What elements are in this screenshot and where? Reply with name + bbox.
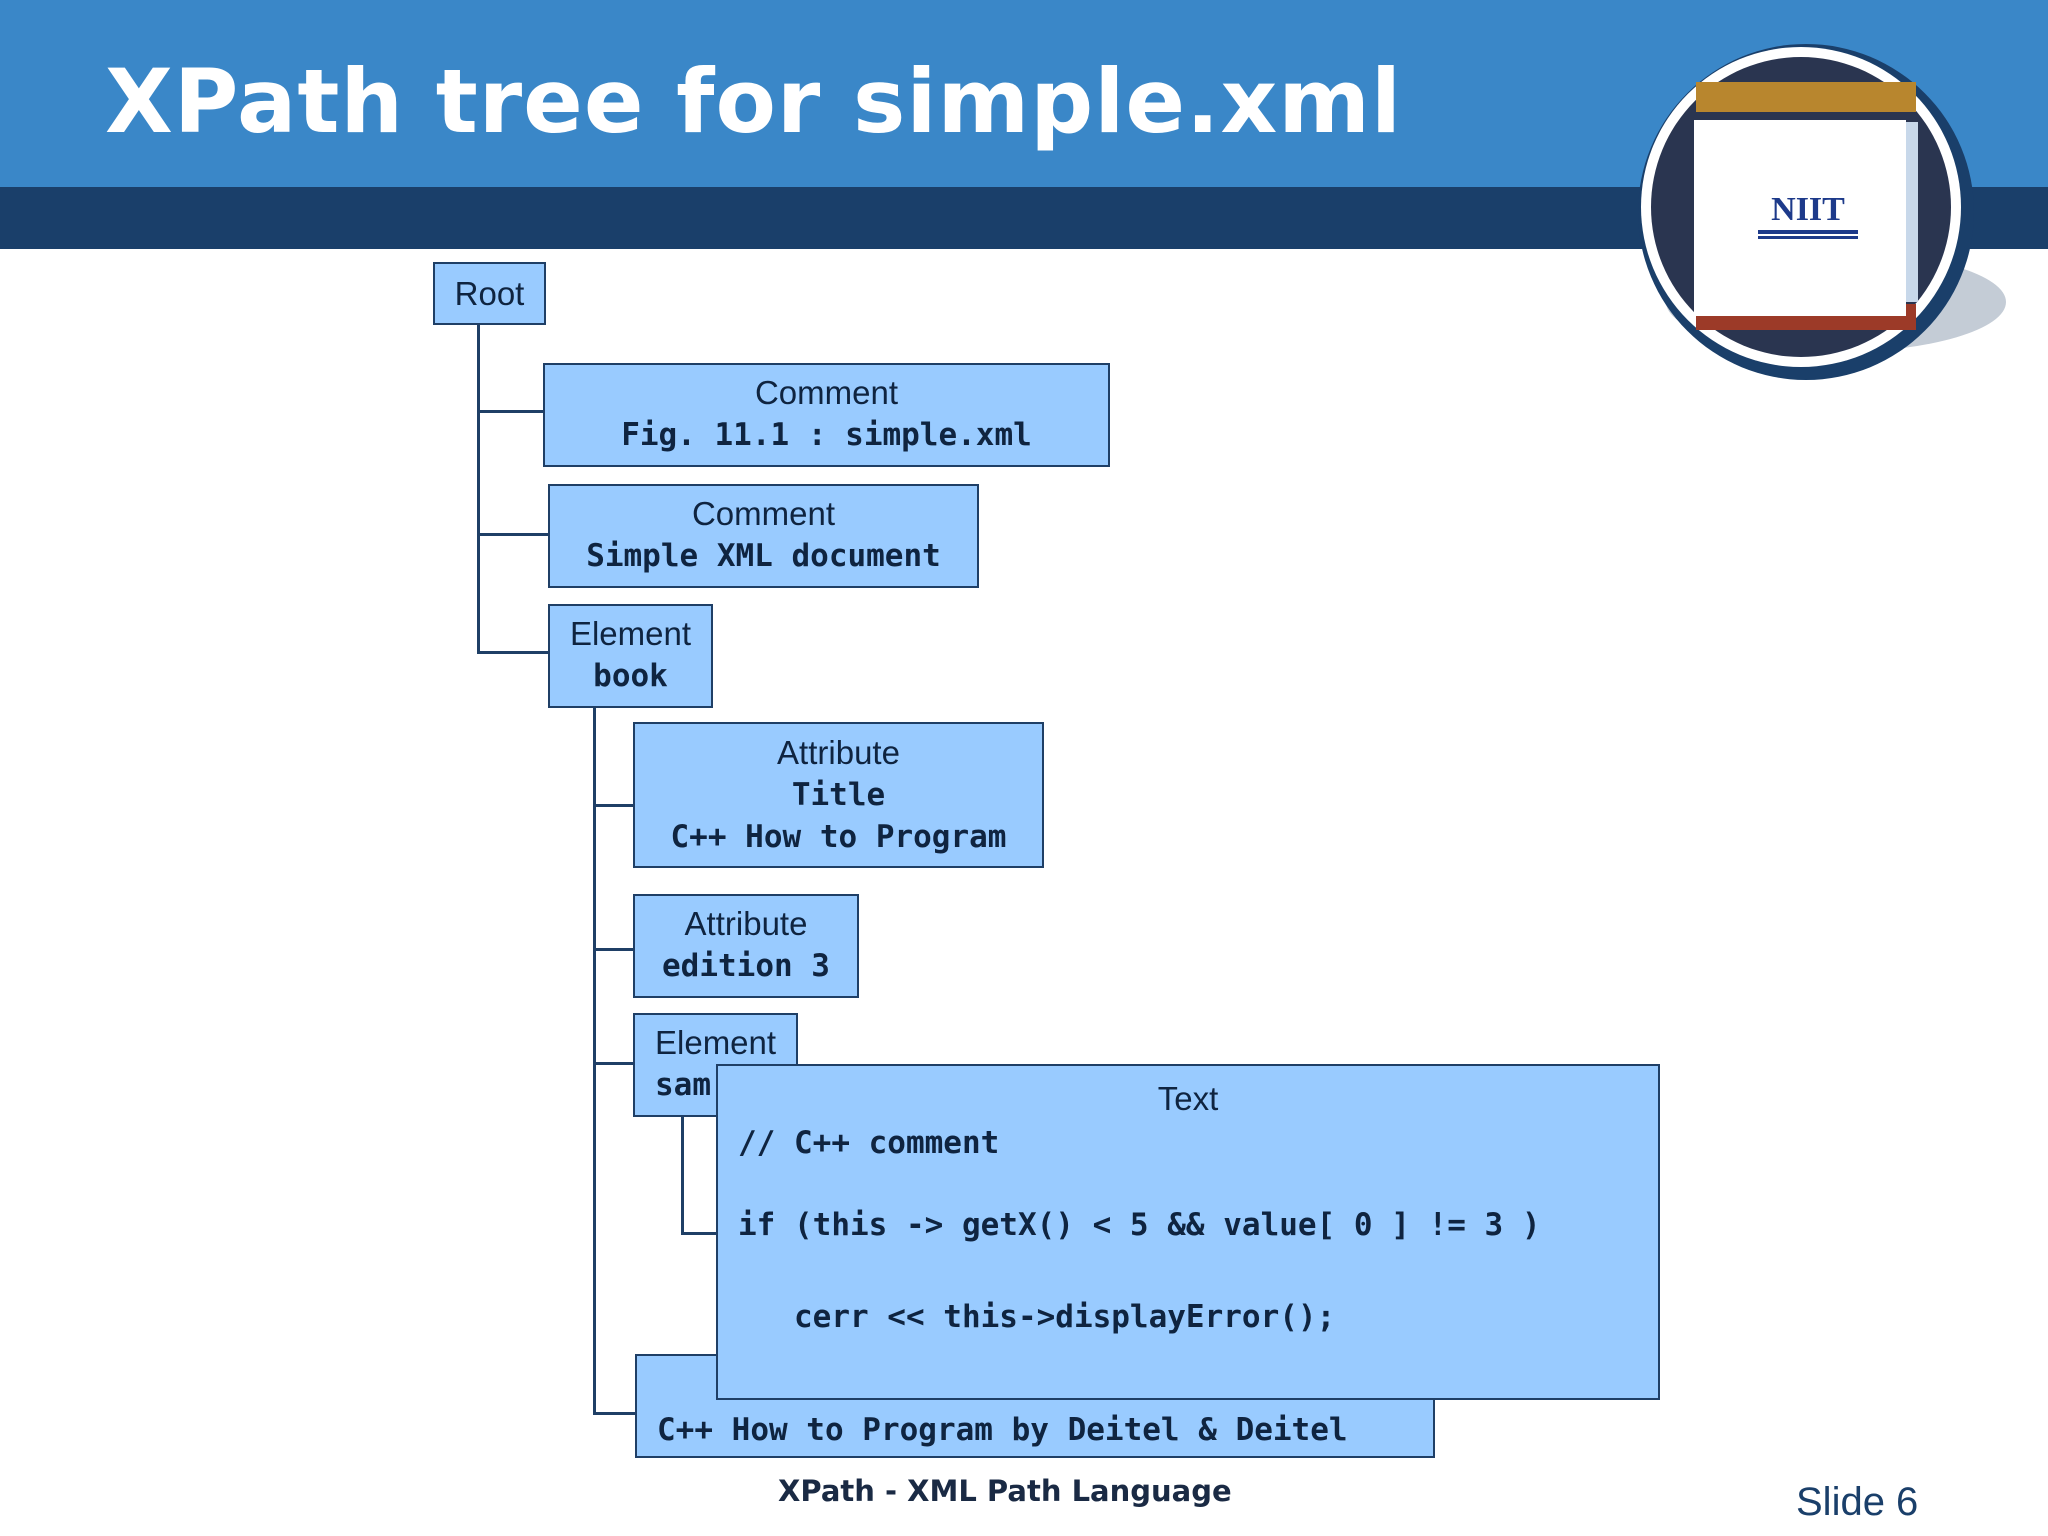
node-value: edition 3 xyxy=(662,948,830,984)
connector xyxy=(593,948,633,951)
node-type: Text xyxy=(1157,1080,1219,1117)
node-value: Simple XML document xyxy=(586,538,941,574)
slide-footer: XPath - XML Path Language xyxy=(778,1474,1232,1508)
connector xyxy=(477,323,480,653)
node-type: Attribute xyxy=(777,734,900,771)
tree-node-comment: Comment Fig. 11.1 : simple.xml xyxy=(543,363,1110,467)
node-value: C++ How to Program by Deitel & Deitel xyxy=(657,1412,1348,1448)
node-value: Fig. 11.1 : simple.xml xyxy=(621,417,1032,453)
node-value: sam xyxy=(655,1067,711,1103)
connector xyxy=(477,651,549,654)
node-label: Root xyxy=(454,275,525,312)
connector xyxy=(593,804,633,807)
node-value: book xyxy=(593,658,668,694)
connector xyxy=(593,706,596,1415)
node-type: Element xyxy=(569,615,692,652)
connector xyxy=(477,410,545,413)
connector xyxy=(477,533,549,536)
logo-text: NIIT xyxy=(1771,191,1845,228)
node-type: Comment xyxy=(754,374,899,411)
code-line: // C++ comment xyxy=(738,1125,1000,1161)
node-name: Title xyxy=(791,777,886,813)
node-type: Element xyxy=(655,1024,777,1061)
tree-node-attribute-title: Attribute Title C++ How to Program xyxy=(633,722,1044,868)
node-value: C++ How to Program xyxy=(670,819,1007,855)
niit-logo: NIIT xyxy=(1636,42,2016,382)
node-type: Attribute xyxy=(684,905,808,942)
tree-node-attribute-edition: Attribute edition 3 xyxy=(633,894,859,998)
connector xyxy=(681,1115,684,1235)
node-type: Comment xyxy=(691,495,836,532)
code-line: if (this -> getX() < 5 && value[ 0 ] != … xyxy=(738,1207,1541,1243)
tree-node-text: Text // C++ comment if (this -> getX() <… xyxy=(716,1064,1660,1400)
slide-title: XPath tree for simple.xml xyxy=(105,50,1403,153)
connector xyxy=(681,1232,721,1235)
slide-number: Slide 6 xyxy=(1796,1480,1919,1524)
tree-node-element-book: Element book xyxy=(548,604,713,708)
connector xyxy=(593,1062,633,1065)
tree-node-comment: Comment Simple XML document xyxy=(548,484,979,588)
code-line: cerr << this->displayError(); xyxy=(738,1299,1336,1335)
tree-node-root: Root xyxy=(433,262,546,325)
connector xyxy=(593,1412,637,1415)
